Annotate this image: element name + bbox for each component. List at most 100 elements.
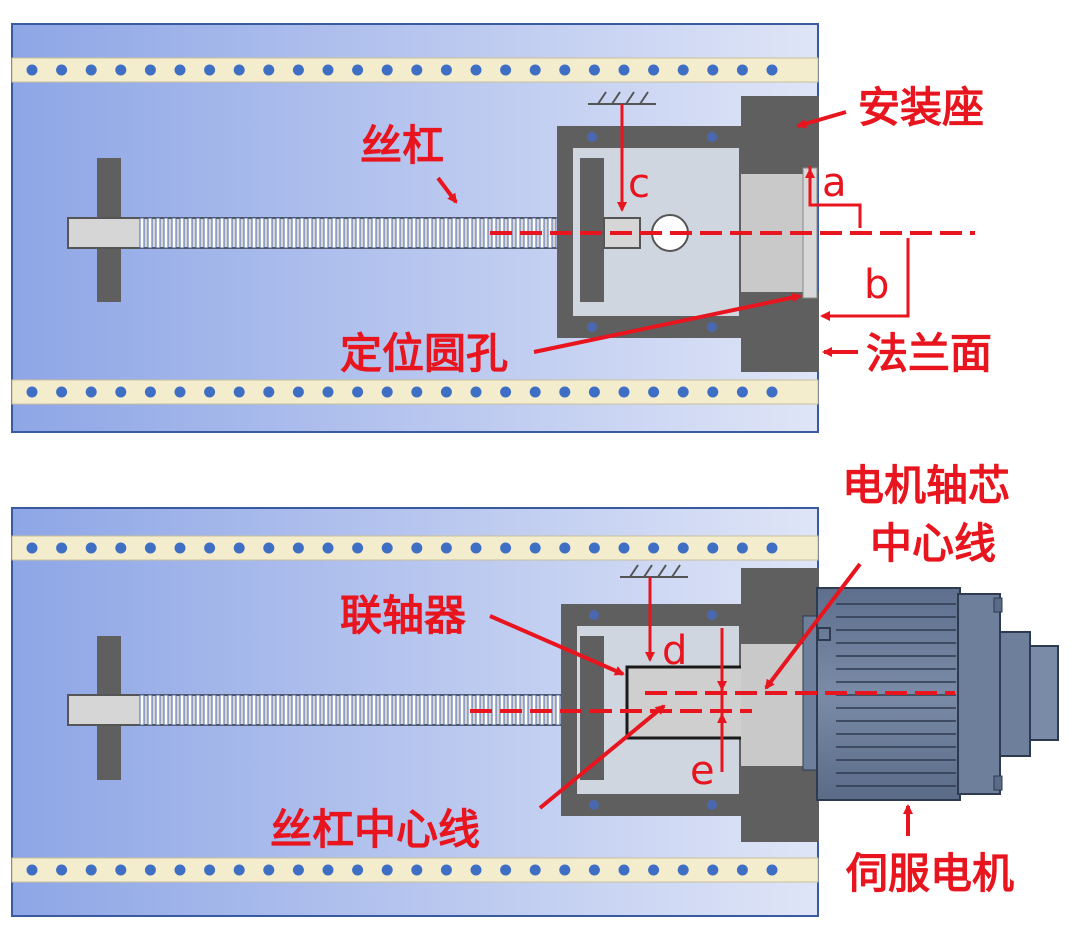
rail-ball — [618, 864, 630, 876]
screw-thread — [331, 694, 337, 726]
screw-thread — [147, 694, 153, 726]
rail-ball — [263, 542, 275, 554]
screw-thread — [451, 694, 457, 726]
rail-ball — [411, 864, 423, 876]
rail-ball — [85, 64, 97, 76]
motor-shaft-center-leader — [764, 562, 862, 690]
rail-ball — [440, 64, 452, 76]
rail-ball — [766, 386, 778, 398]
rail-ball — [648, 542, 660, 554]
rail-ball — [233, 542, 245, 554]
screw-thread — [315, 694, 321, 726]
rail-ball — [470, 864, 482, 876]
screw-thread — [315, 217, 321, 249]
screw-thread — [347, 694, 353, 726]
servo-motor-label: 伺服电机 — [845, 849, 1014, 898]
motor-key — [817, 627, 831, 641]
screw-thread — [163, 217, 169, 249]
rail-ball — [766, 542, 778, 554]
screw-thread — [195, 694, 201, 726]
rail-ball — [470, 542, 482, 554]
rail-ball — [352, 864, 364, 876]
rail-ball — [559, 386, 571, 398]
top-housing-bolt — [707, 322, 717, 332]
positioning-hole-label: 定位圆孔 — [340, 329, 508, 378]
rail-ball — [322, 386, 334, 398]
rail-ball — [736, 542, 748, 554]
rail-ball — [263, 64, 275, 76]
rail-ball — [85, 864, 97, 876]
screw-thread — [523, 694, 529, 726]
rail-ball — [144, 386, 156, 398]
rail-ball — [470, 64, 482, 76]
rail-ball — [56, 64, 68, 76]
screw-thread — [371, 694, 377, 726]
screw-thread — [467, 217, 473, 249]
rail-ball — [322, 864, 334, 876]
bottom-housing-bolt — [707, 610, 717, 620]
motor-shaft-center-label-line1: 电机轴芯 — [842, 461, 1010, 510]
screw-thread — [227, 694, 233, 726]
rail-ball — [529, 542, 541, 554]
rail-ball — [204, 64, 216, 76]
screw-thread — [155, 217, 161, 249]
bottom-guide-rail-upper — [11, 535, 819, 561]
screw-thread — [371, 217, 377, 249]
screw-thread — [203, 694, 209, 726]
top-housing-bolt — [707, 132, 717, 142]
rail-ball — [618, 64, 630, 76]
motor-bolt — [993, 775, 1003, 791]
rail-ball — [115, 542, 127, 554]
rail-ball — [352, 64, 364, 76]
rail-ball — [26, 386, 38, 398]
rail-ball — [766, 864, 778, 876]
screw-thread — [299, 694, 305, 726]
screw-thread — [227, 217, 233, 249]
coupling-body — [625, 665, 754, 740]
screw-thread — [163, 694, 169, 726]
rail-ball — [500, 864, 512, 876]
rail-ball — [174, 386, 186, 398]
rail-ball — [588, 542, 600, 554]
rail-ball — [56, 864, 68, 876]
motor-connector — [1029, 645, 1059, 741]
screw-thread — [459, 694, 465, 726]
bottom-panel: d e 联轴器 电机轴芯 中心线 丝杠中心线 伺服电机 — [11, 461, 1059, 917]
rail-ball — [440, 386, 452, 398]
bottom-mounting-seat-bore — [741, 644, 803, 766]
rail-ball — [174, 64, 186, 76]
rail-ball — [588, 386, 600, 398]
motor-cooling-fins — [836, 603, 956, 787]
rail-ball — [411, 542, 423, 554]
rail-ball — [440, 542, 452, 554]
flange-face-label: 法兰面 — [866, 329, 992, 378]
screw-thread — [411, 694, 417, 726]
screw-thread — [235, 217, 241, 249]
screw-thread — [331, 217, 337, 249]
dim-c-label: c — [628, 161, 650, 207]
screw-thread — [179, 217, 185, 249]
motor-encoder — [999, 631, 1031, 757]
top-guide-rail-upper — [11, 57, 819, 83]
top-panel: c a b 安装座 丝杠 定位圆孔 法兰面 — [11, 23, 992, 433]
screw-thread — [419, 694, 425, 726]
rail-ball — [233, 386, 245, 398]
rail-ball — [648, 64, 660, 76]
screw-thread — [283, 694, 289, 726]
bottom-guide-rail-lower — [11, 857, 819, 883]
rail-ball — [26, 64, 38, 76]
screw-thread — [219, 694, 225, 726]
screw-thread — [235, 694, 241, 726]
rail-ball — [736, 64, 748, 76]
lead-screw-center-leader — [538, 704, 666, 810]
screw-thread — [403, 694, 409, 726]
rail-ball — [85, 386, 97, 398]
rail-ball — [529, 64, 541, 76]
rail-ball — [381, 64, 393, 76]
rail-ball — [500, 64, 512, 76]
rail-ball — [292, 386, 304, 398]
screw-thread — [323, 217, 329, 249]
screw-thread — [259, 694, 265, 726]
screw-thread — [491, 694, 497, 726]
